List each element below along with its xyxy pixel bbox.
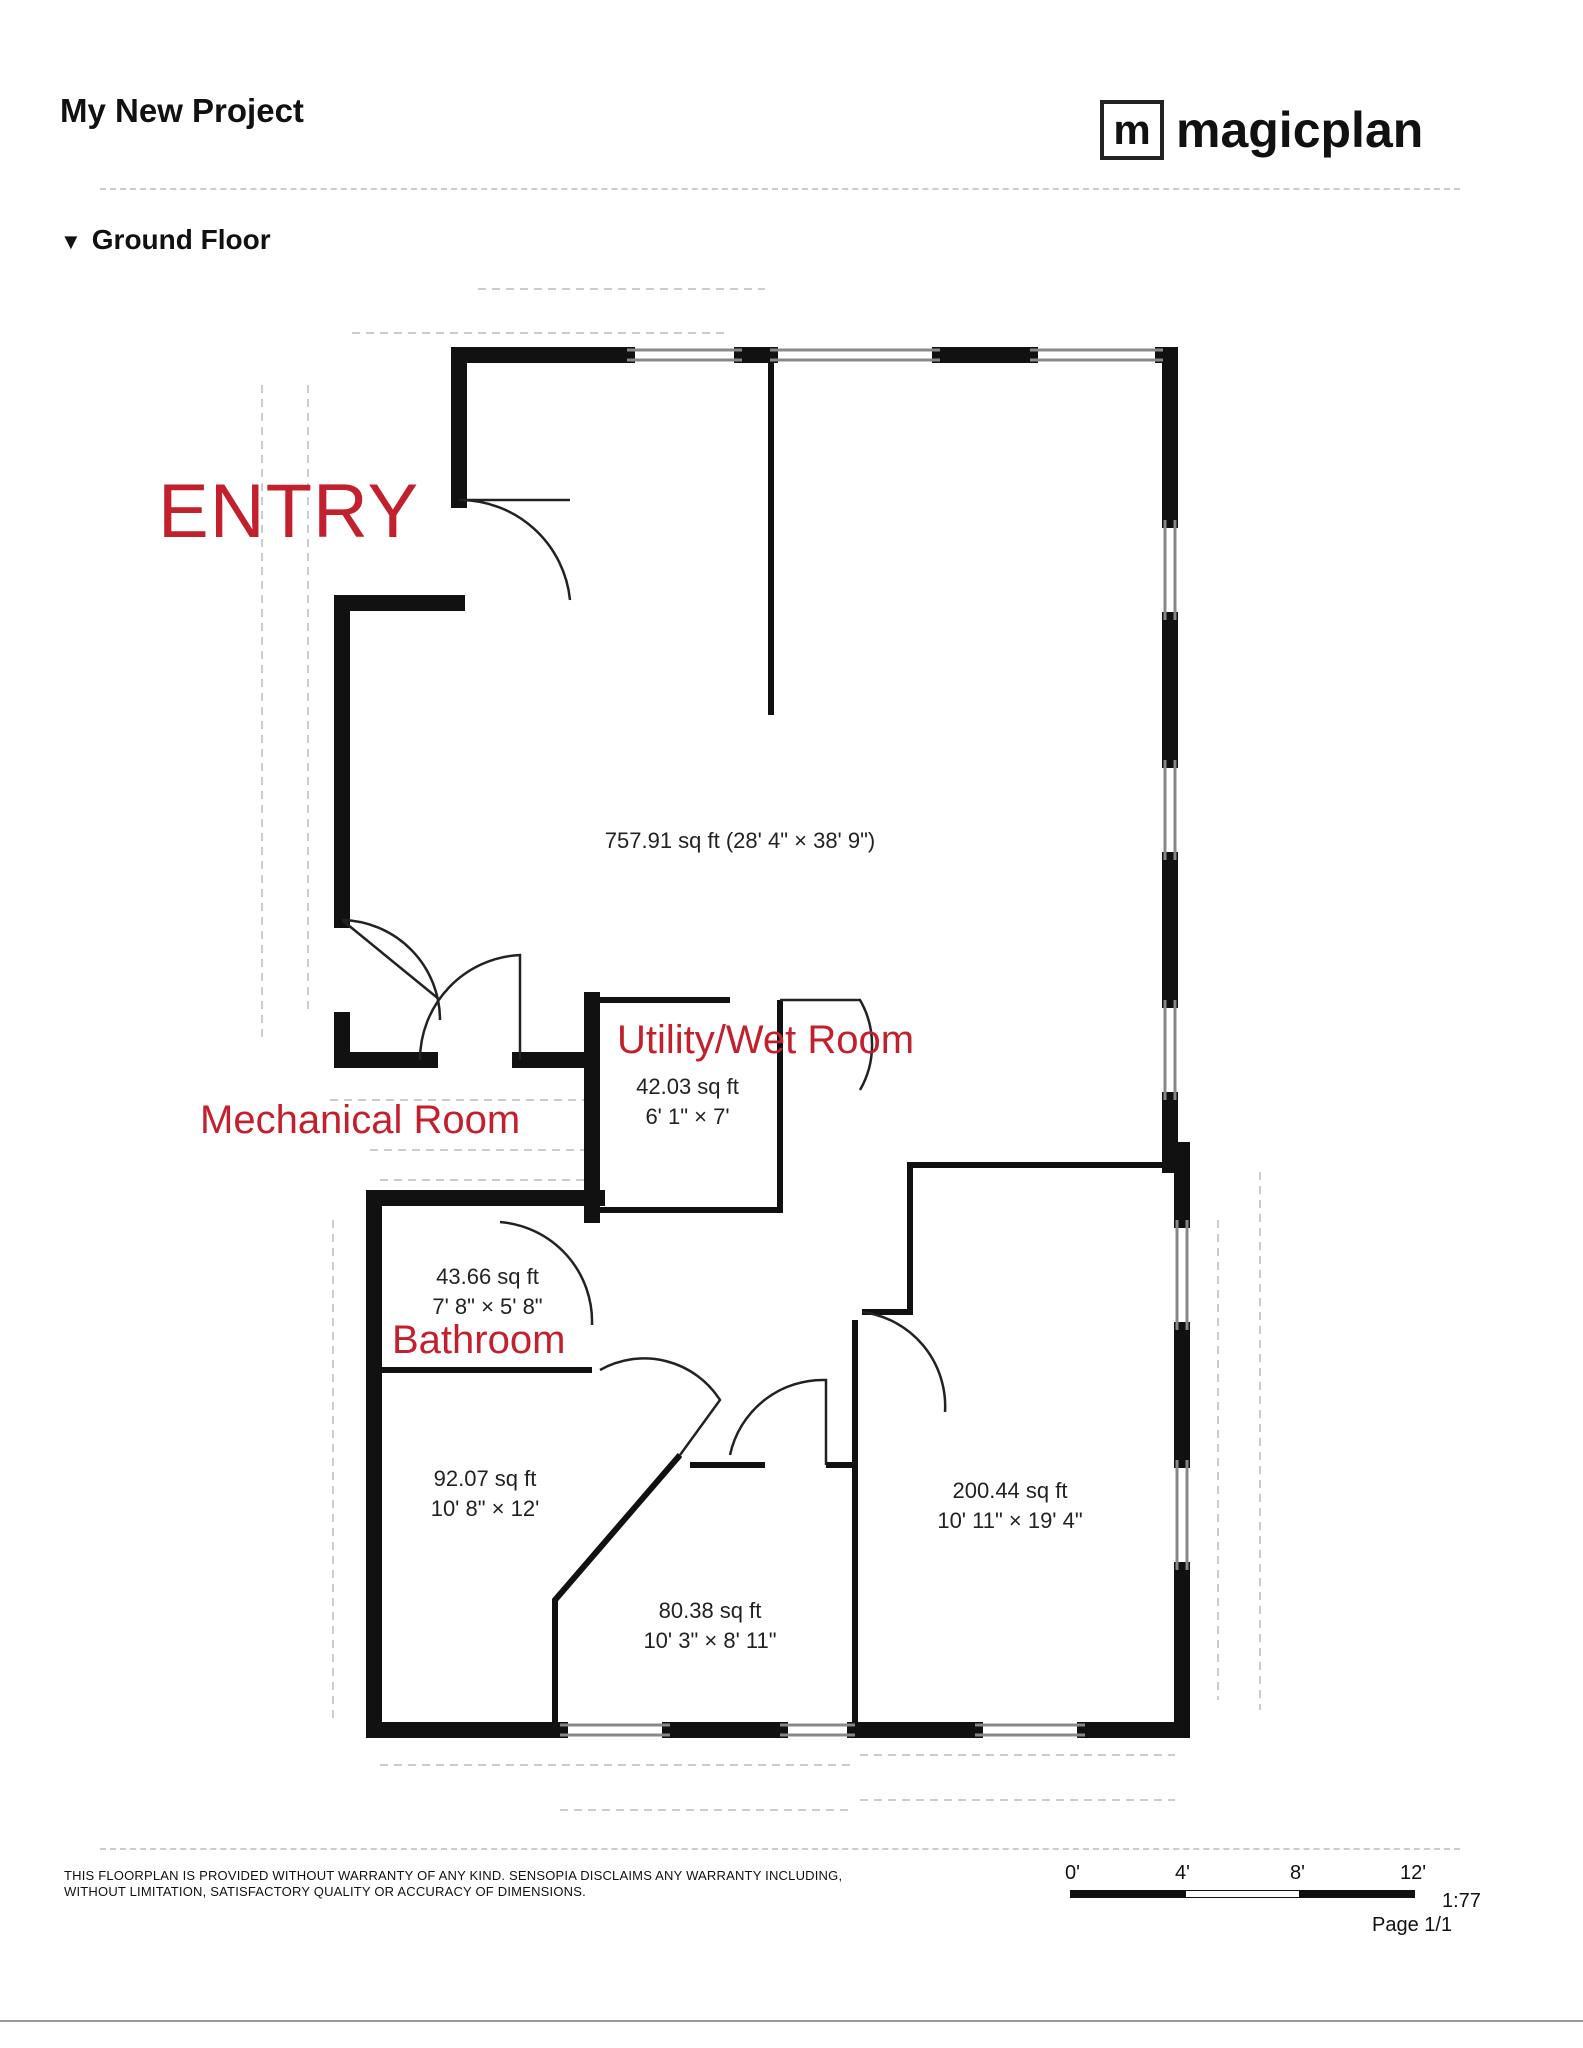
utility-room-label: Utility/Wet Room [617,1018,915,1062]
logo-text: magicplan [1176,102,1424,158]
room-bathroom-dims: 7' 8" × 5' 8" [432,1294,543,1319]
walls [334,347,1190,1738]
bathroom-label: Bathroom [386,1318,572,1363]
room-bedroom-right-dims: 10' 11" × 19' 4" [937,1508,1083,1533]
room-main-area: 757.91 sq ft (28' 4" × 38' 9") [604,828,876,853]
room-bedroom-right-area: 200.44 sq ft [952,1478,1068,1503]
project-title: My New Project [60,92,304,129]
room-utility-dims: 6' 1" × 7' [645,1104,730,1129]
scale-segment-2 [1185,1890,1300,1898]
scale-ratio: 1:77 [1442,1890,1481,1912]
room-bedroom-center-dims: 10' 3" × 8' 11" [643,1628,777,1653]
scale-segment-3 [1300,1890,1415,1898]
disclaimer-line-2: WITHOUT LIMITATION, SATISFACTORY QUALITY… [64,1884,586,1899]
floor-selector[interactable]: ▼ Ground Floor [60,224,271,256]
magicplan-logo: m magicplan [1100,100,1423,160]
scale-tick-12: 12' [1400,1862,1427,1884]
room-bedroom-center-area: 80.38 sq ft [658,1598,762,1623]
scale-tick-4: 4' [1175,1862,1190,1884]
entry-label: ENTRY [158,469,420,554]
room-bathroom: 43.66 sq ft 7' 8" × 5' 8" [395,1262,580,1322]
scale-tick-0: 0' [1065,1862,1080,1884]
room-bedroom-right: 200.44 sq ft 10' 11" × 19' 4" [910,1476,1110,1536]
page-bottom-edge [0,2020,1583,2022]
scale-bar: 0' 4' 8' 12' [1065,1862,1445,1952]
scale-tick-8: 8' [1290,1862,1305,1884]
room-bedroom-left: 92.07 sq ft 10' 8" × 12' [400,1464,570,1524]
windows [560,348,1189,1737]
room-utility-area: 42.03 sq ft [636,1074,739,1099]
room-bedroom-left-dims: 10' 8" × 12' [430,1496,540,1521]
logo-mark-icon: m [1100,100,1164,160]
logo-glyph: m [1113,106,1151,153]
room-bathroom-area: 43.66 sq ft [436,1264,539,1289]
footer-divider [100,1848,1460,1850]
page-number: Page 1/1 [1372,1914,1453,1936]
scale-segment-1 [1070,1890,1185,1898]
room-utility: 42.03 sq ft 6' 1" × 7' [605,1072,770,1132]
floor-label: Ground Floor [91,224,271,255]
disclaimer-line-1: THIS FLOORPLAN IS PROVIDED WITHOUT WARRA… [64,1868,843,1883]
disclaimer: THIS FLOORPLAN IS PROVIDED WITHOUT WARRA… [64,1868,842,1900]
interior-walls [371,355,1170,1730]
mechanical-room-label: Mechanical Room [200,1098,521,1142]
triangle-down-icon: ▼ [60,229,82,254]
dimension-lines [261,288,1261,1811]
room-bedroom-center: 80.38 sq ft 10' 3" × 8' 11" [615,1596,805,1656]
header-divider [100,188,1460,190]
room-bedroom-left-area: 92.07 sq ft [433,1466,537,1491]
door-swings [341,498,947,1465]
